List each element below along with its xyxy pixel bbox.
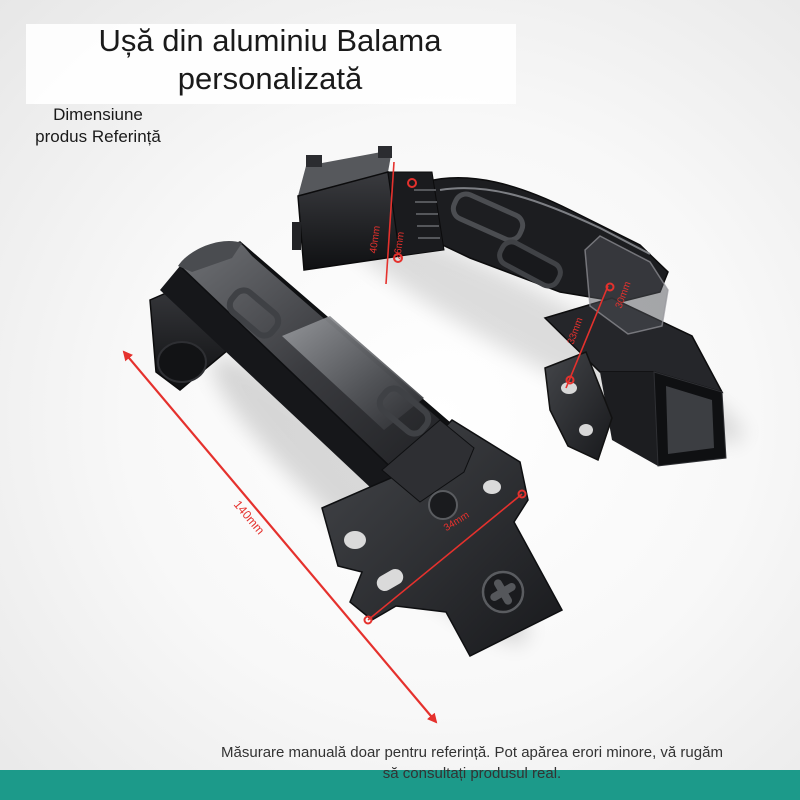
cup-height-dimension-line bbox=[385, 161, 395, 285]
right-hinge-link-lower bbox=[497, 239, 563, 289]
right-hinge-plastic-cap bbox=[584, 235, 669, 335]
cross-screw-slot-b bbox=[494, 579, 512, 605]
right-hinge-mount-plate bbox=[544, 351, 613, 462]
right-hinge-cup-top bbox=[298, 150, 392, 196]
arm-height-dimension-line bbox=[565, 285, 609, 389]
right-hinge-cup-hook-right bbox=[378, 146, 392, 158]
right-plate-hole-lower bbox=[579, 424, 593, 436]
cup-dimension-dot-top bbox=[407, 178, 417, 188]
disclaimer-line-2: să consultați produsul real. bbox=[382, 765, 562, 782]
left-plate-hole-right bbox=[483, 480, 501, 494]
title-backdrop bbox=[26, 24, 516, 104]
footer-bar bbox=[0, 770, 800, 800]
cup-depth-label: 26mm bbox=[392, 231, 407, 260]
page-title-line-1: Ușă din aluminiu Balama bbox=[98, 23, 442, 58]
overall-length-label: 140mm bbox=[231, 498, 267, 538]
right-hinge-tube-side bbox=[600, 372, 658, 466]
cup-dimension-dot-bottom bbox=[393, 253, 403, 263]
plate-dimension-dot-right bbox=[517, 489, 527, 499]
plate-dimension-dot-left bbox=[363, 615, 373, 625]
left-hinge-end-cylinder bbox=[157, 341, 207, 383]
right-hinge-arm-highlight bbox=[439, 187, 651, 255]
cup-height-label: 40mm bbox=[368, 225, 383, 254]
overall-length-dimension-line bbox=[122, 350, 438, 724]
left-hinge-arm-cap bbox=[178, 240, 242, 272]
page-title: Ușă din aluminiu Balama personalizată bbox=[40, 22, 500, 98]
arm-dimension-dot-top bbox=[605, 282, 615, 292]
page-subtitle-line-2: produs Referință bbox=[35, 127, 161, 146]
page-subtitle: Dimensiune produs Referință bbox=[14, 104, 182, 148]
right-hinge-link-upper bbox=[450, 191, 526, 243]
left-plate-center-screw bbox=[428, 490, 458, 520]
right-hinge bbox=[292, 146, 727, 467]
right-hinge-connector-ribs bbox=[414, 189, 440, 239]
right-hinge-cup-tab bbox=[292, 222, 301, 250]
disclaimer-text: Măsurare manuală doar pentru referință. … bbox=[172, 742, 772, 784]
arm-dimension-dot-bottom bbox=[565, 375, 575, 385]
disclaimer-line-1: Măsurare manuală doar pentru referință. … bbox=[221, 744, 723, 761]
right-plate-hole-upper bbox=[561, 382, 577, 394]
right-hinge-cup-hook-left bbox=[306, 155, 322, 167]
left-hinge-link-upper bbox=[226, 287, 282, 339]
page-subtitle-line-1: Dimensiune bbox=[53, 105, 143, 124]
plate-width-dimension-line bbox=[367, 493, 523, 621]
page-title-line-2: personalizată bbox=[177, 61, 363, 96]
right-hinge-tube-opening bbox=[666, 386, 714, 454]
left-plate-hole-left bbox=[344, 531, 366, 549]
